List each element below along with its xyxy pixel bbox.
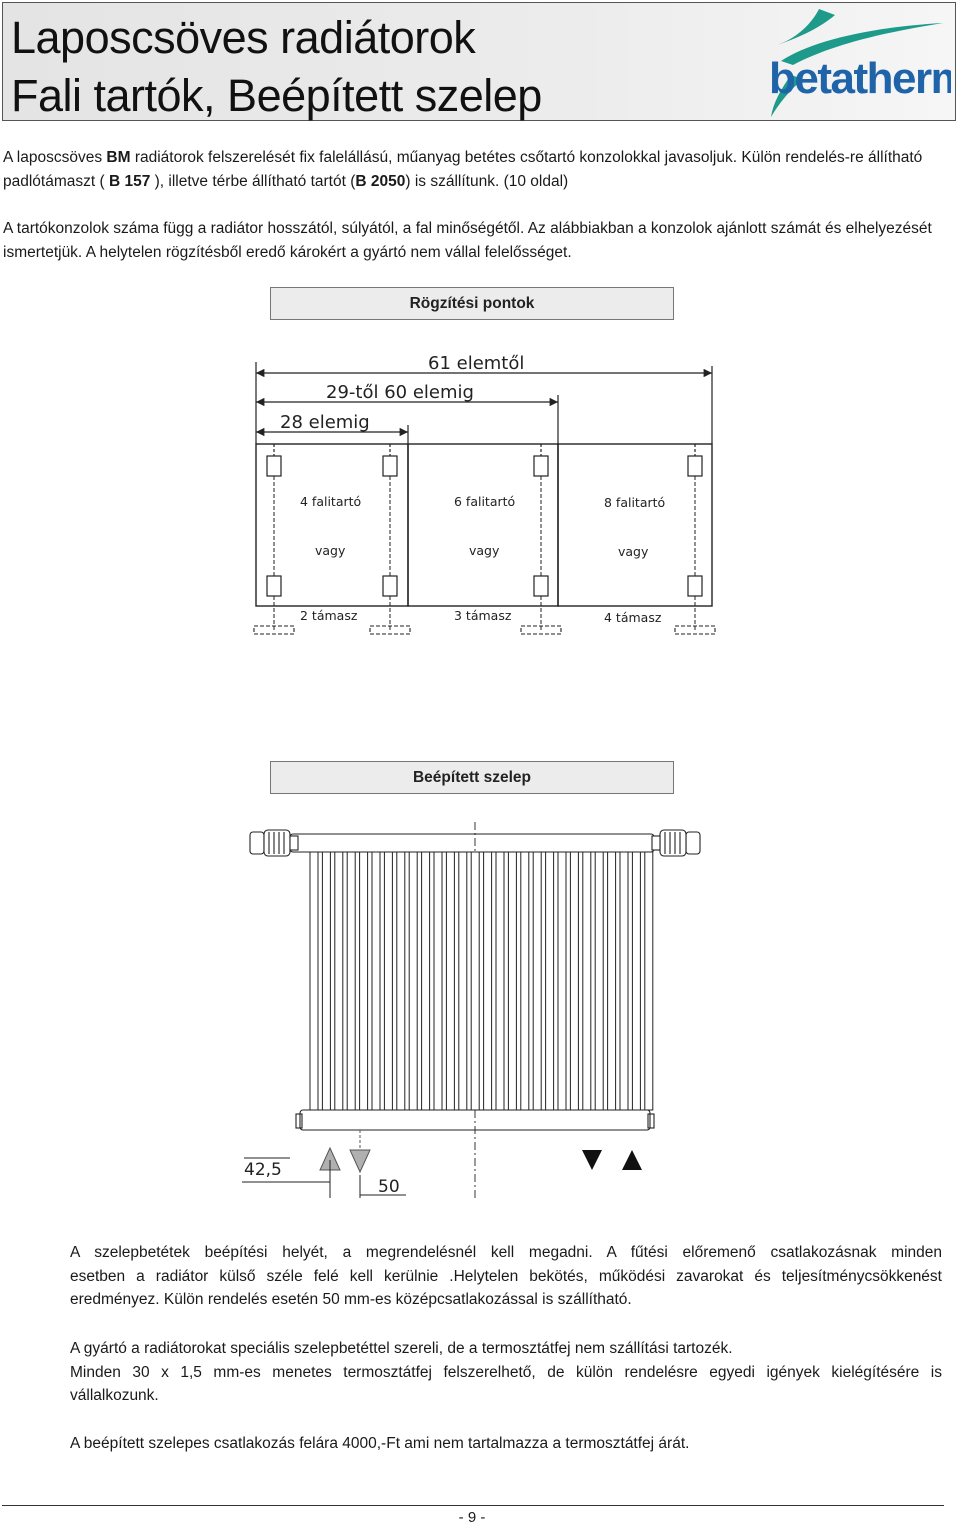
panel-3-supports: 4 támasz — [604, 610, 662, 625]
radiator-tube — [321, 851, 331, 1111]
radiator-tube — [334, 851, 344, 1111]
panel-2-or: vagy — [469, 543, 500, 558]
radiator-tube — [520, 851, 530, 1111]
dim-label-42-5: 42,5 — [244, 1160, 282, 1180]
radiator-tube — [569, 851, 579, 1111]
radiator-tube — [458, 851, 468, 1111]
radiator-tubes — [309, 851, 654, 1111]
radiator-tube — [582, 851, 592, 1111]
radiator-tube — [408, 851, 418, 1111]
footer-divider — [2, 1505, 944, 1506]
radiator-tube — [383, 851, 393, 1111]
dim-label-29-60: 29-től 60 elemig — [326, 382, 474, 403]
radiator-tube — [421, 851, 431, 1111]
radiator-tube — [346, 851, 356, 1111]
page-title: Laposcsöves radiátorok Fali tartók, Beép… — [11, 9, 542, 125]
dim-label-28: 28 elemig — [280, 412, 370, 433]
thermostat-head-right-icon — [651, 829, 701, 857]
dim-label-61: 61 elemtől — [428, 353, 524, 374]
dim-label-50: 50 — [378, 1177, 400, 1197]
intro-paragraph-2: A tartókonzolok száma függ a radiátor ho… — [3, 220, 932, 261]
title-line-2: Fali tartók, Beépített szelep — [11, 70, 542, 121]
radiator-tube — [433, 851, 443, 1111]
flow-arrows — [319, 1130, 642, 1190]
radiator-tube — [631, 851, 641, 1111]
section-title-mounting-points: Rögzítési pontok — [270, 287, 674, 320]
panel-2-brackets: 6 falitartó — [454, 494, 515, 509]
logo-wordmark: betatherm — [769, 54, 951, 103]
valve-paragraph-2: A gyártó a radiátorokat speciális szelep… — [70, 1340, 942, 1404]
panel-3-brackets: 8 falitartó — [604, 495, 665, 510]
radiator-tube — [644, 851, 654, 1111]
radiator-tube — [532, 851, 542, 1111]
intro-paragraph-1: A laposcsöves BM radiátorok felszerelésé… — [3, 149, 923, 190]
radiator-tube — [371, 851, 381, 1111]
thermostat-head-left-icon — [249, 829, 299, 857]
mounting-points-diagram: 61 elemtől 29-től 60 elemig 28 elemig 4 … — [253, 353, 716, 635]
radiator-tube — [507, 851, 517, 1111]
built-in-valve-diagram: 42,5 50 — [242, 822, 701, 1200]
radiator-tube — [594, 851, 604, 1111]
panel-2-supports: 3 támasz — [454, 608, 512, 623]
radiator-tube — [607, 851, 617, 1111]
page-number: - 9 - — [458, 1509, 486, 1526]
radiator-tube — [545, 851, 555, 1111]
panel-1-or: vagy — [315, 543, 346, 558]
betatherm-logo: betatherm — [769, 9, 951, 117]
radiator-tube — [483, 851, 493, 1111]
panel-1-supports: 2 támasz — [300, 608, 358, 623]
radiator-tube — [445, 851, 455, 1111]
valve-surcharge-note: A beépített szelepes csatlakozás felára … — [70, 1435, 690, 1452]
radiator-tube — [470, 851, 480, 1111]
valve-paragraph-1: A szelepbetétek beépítési helyét, a megr… — [70, 1244, 942, 1308]
panel-1-brackets: 4 falitartó — [300, 494, 361, 509]
radiator-tube — [309, 851, 319, 1111]
radiator-tube — [359, 851, 369, 1111]
bracket-group — [266, 444, 703, 597]
section-title-built-in-valve: Beépített szelep — [270, 761, 674, 794]
radiator-tube — [396, 851, 406, 1111]
radiator-tube — [557, 851, 567, 1111]
radiator-tube — [619, 851, 629, 1111]
radiator-tube — [495, 851, 505, 1111]
page-header: Laposcsöves radiátorok Fali tartók, Beép… — [2, 2, 956, 121]
title-line-1: Laposcsöves radiátorok — [11, 12, 476, 63]
panel-3-or: vagy — [618, 544, 649, 559]
